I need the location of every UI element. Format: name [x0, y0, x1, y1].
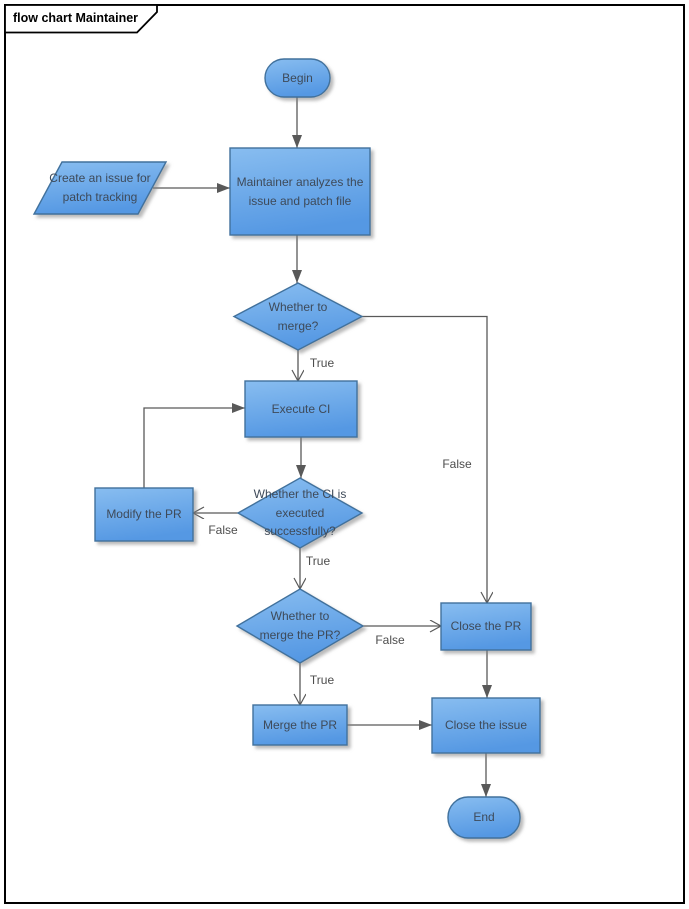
connector-modifypr-executeci — [143, 403, 245, 488]
edge-label-merge-false: False — [442, 457, 472, 471]
edge-label-merge-pr-false: False — [375, 633, 405, 647]
diagram-title: flow chart Maintainer — [13, 11, 139, 25]
node-close-pr-shape[interactable] — [440, 602, 532, 651]
node-execute-ci-shape[interactable] — [244, 380, 358, 438]
edge-label-ci-true: True — [305, 554, 331, 568]
node-modify-pr-shape[interactable] — [94, 487, 194, 542]
node-analyze-shape[interactable] — [229, 147, 371, 236]
node-ci-decision-shape[interactable] — [236, 477, 364, 549]
frame-border — [4, 4, 685, 904]
edge-label-merge-pr-true: True — [309, 673, 335, 687]
node-merge-decision-shape[interactable] — [232, 282, 364, 351]
edge-label-merge-true: True — [309, 356, 335, 370]
edge-label-ci-false: False — [208, 523, 238, 537]
node-merge-pr-decision-shape[interactable] — [235, 588, 365, 664]
node-begin-shape[interactable] — [264, 58, 331, 98]
node-close-issue-shape[interactable] — [431, 697, 541, 754]
node-end-shape[interactable] — [447, 796, 521, 839]
connector-mergedecision-closepr-false — [362, 315, 487, 604]
node-create-issue-shape[interactable] — [32, 161, 168, 215]
diagram-title-tab — [4, 4, 158, 34]
node-merge-pr-shape[interactable] — [252, 704, 348, 746]
